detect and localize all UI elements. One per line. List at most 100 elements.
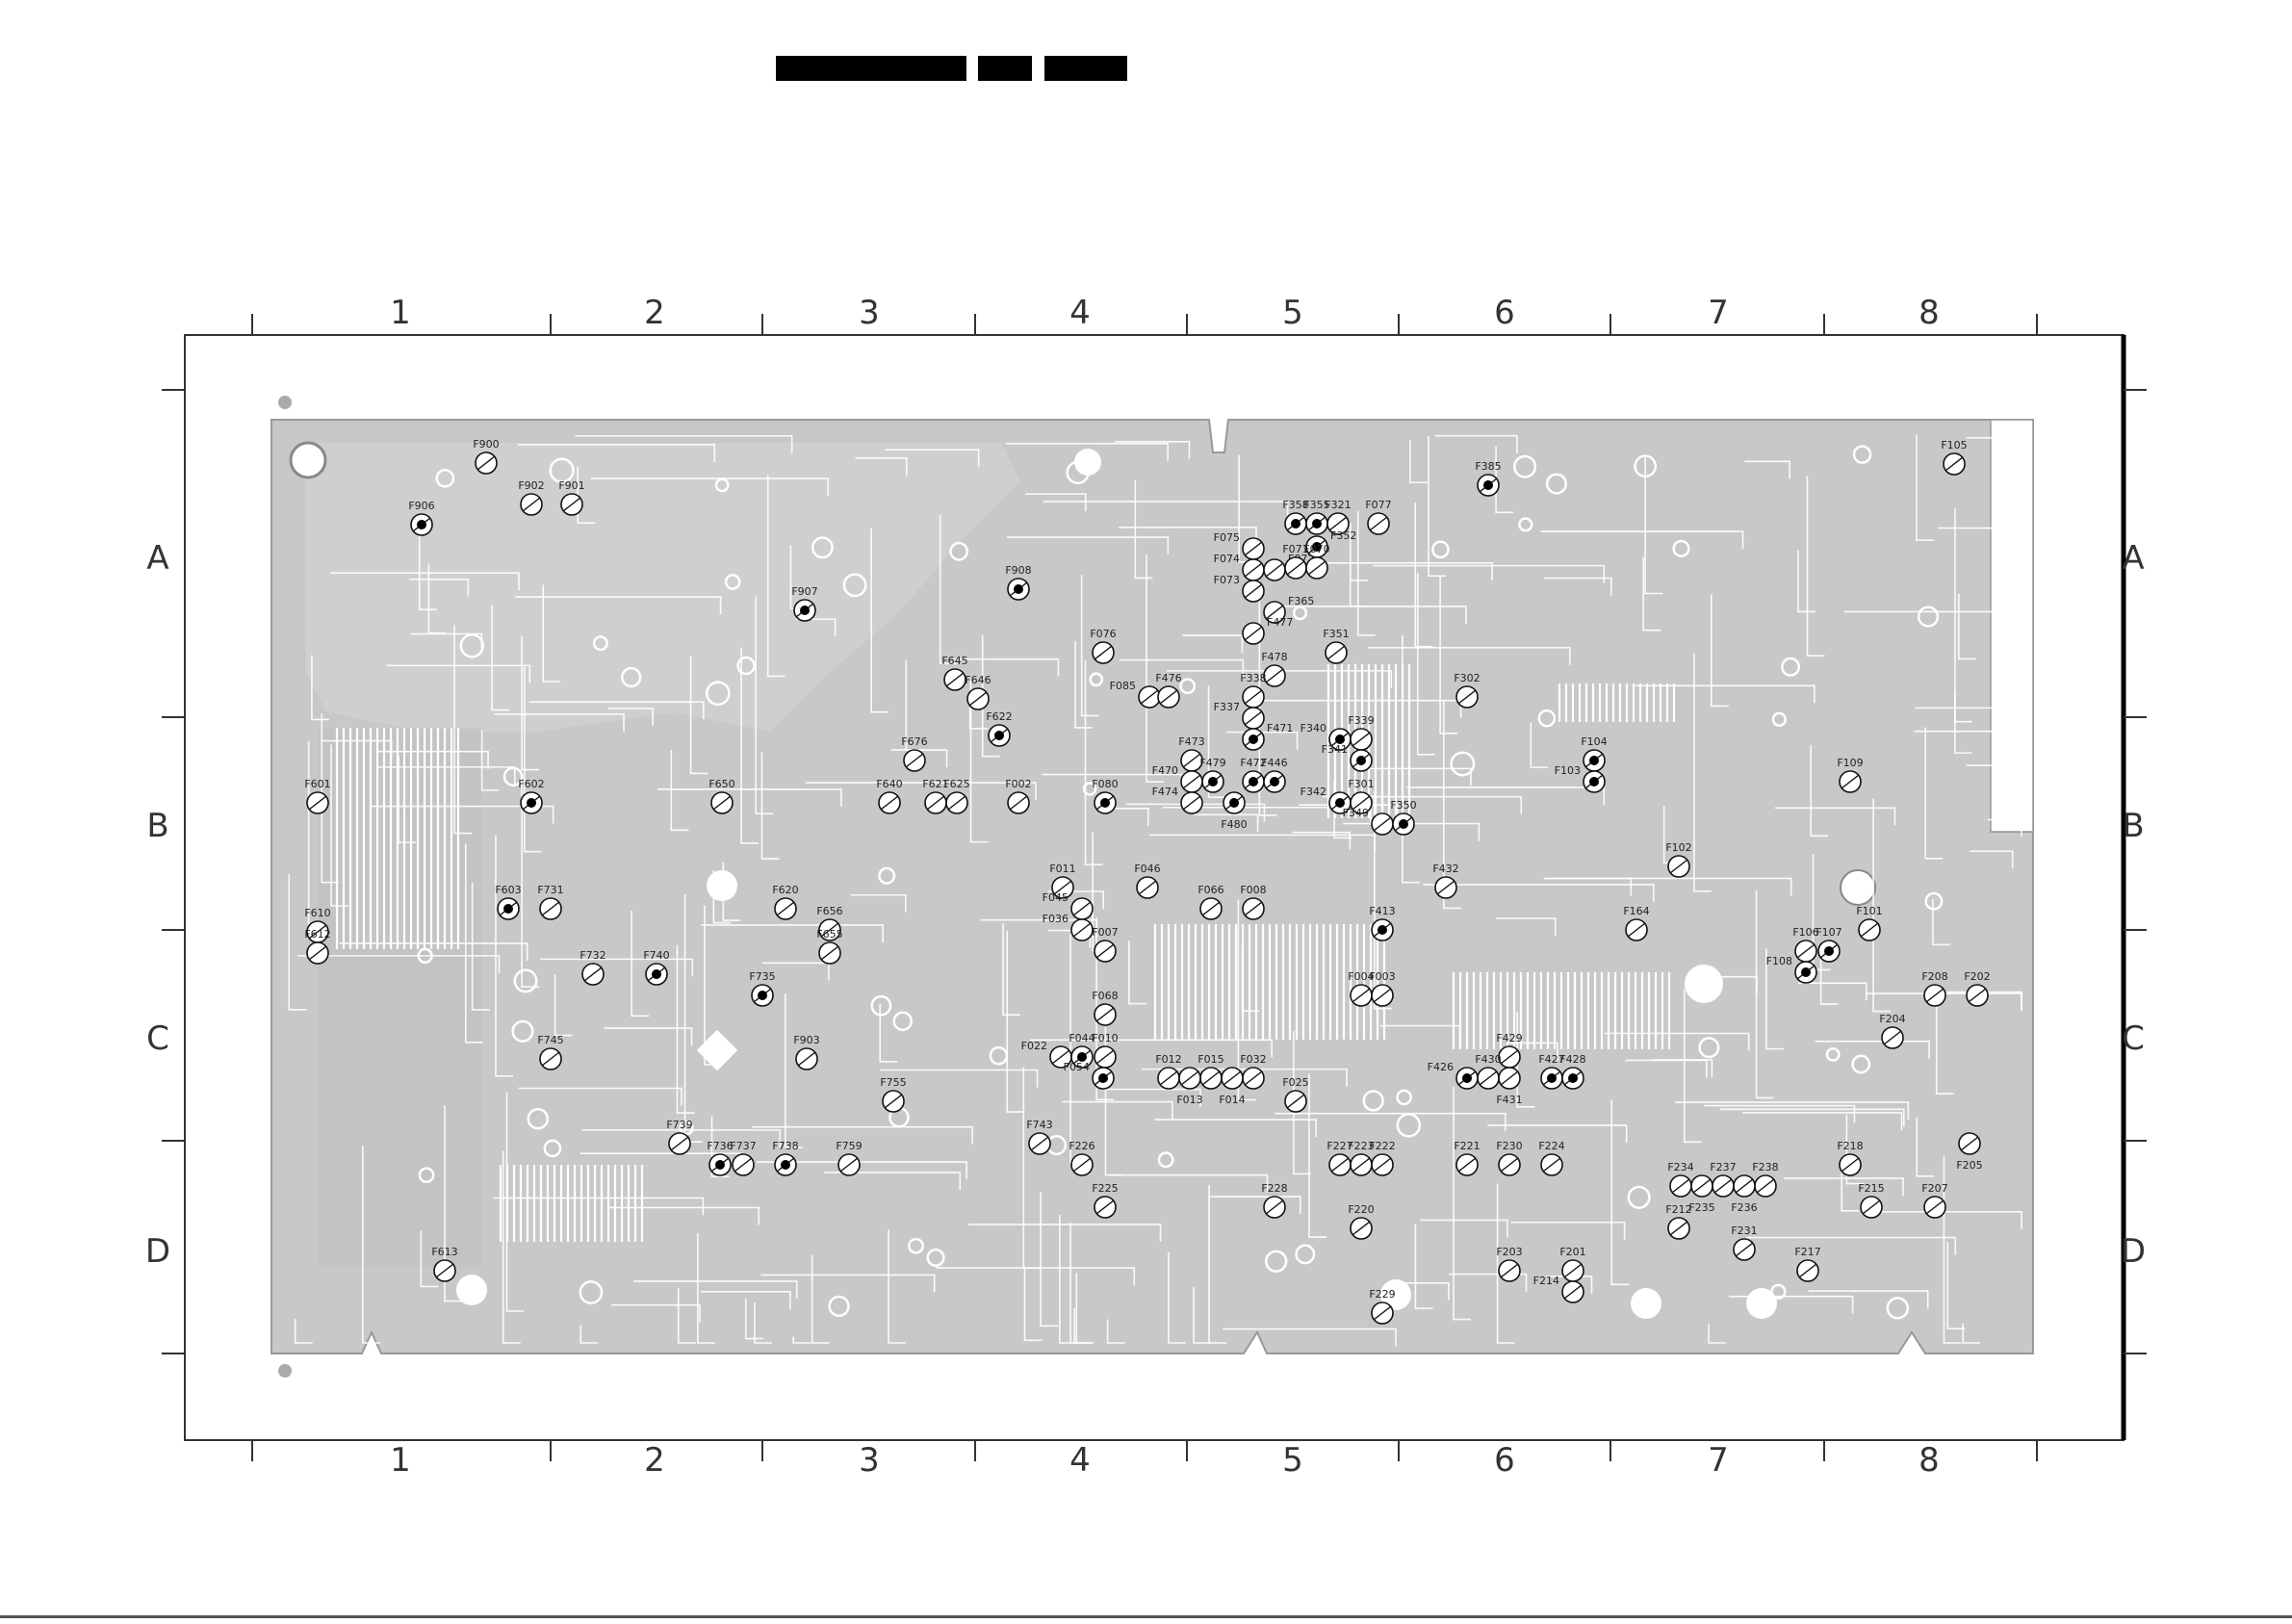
testpoint: F011 xyxy=(1049,863,1076,899)
redaction-bar xyxy=(776,56,966,81)
testpoint: F338 xyxy=(1240,672,1267,709)
testpoint: F736 xyxy=(707,1140,734,1176)
testpoint-pad-mark xyxy=(1072,922,1092,938)
page-bottom-rule xyxy=(0,1615,2292,1618)
testpoint: F224 xyxy=(1538,1140,1565,1176)
testpoint-pad-mark xyxy=(926,795,945,811)
testpoint-via-dot xyxy=(527,798,536,808)
testpoint: F645 xyxy=(941,655,968,691)
testpoint: F622 xyxy=(986,710,1013,747)
testpoint-pad-mark xyxy=(820,945,839,961)
testpoint-pad-mark xyxy=(670,1136,689,1151)
testpoint-pad-mark xyxy=(1457,689,1477,705)
testpoint-label: F743 xyxy=(1026,1119,1052,1131)
testpoint-label: F902 xyxy=(518,479,544,492)
testpoint-label: F337 xyxy=(1214,701,1240,713)
testpoint-pad-mark xyxy=(541,901,560,916)
testpoint: F225 xyxy=(1092,1182,1119,1219)
testpoint: F108 xyxy=(1766,955,1817,984)
testpoint: F903 xyxy=(793,1034,820,1070)
testpoint-via-dot xyxy=(1312,542,1322,552)
testpoint: F002 xyxy=(1005,778,1032,814)
testpoint-label: F656 xyxy=(816,905,842,917)
testpoint: F074 xyxy=(1214,553,1265,581)
testpoint-pad-mark xyxy=(1095,1199,1115,1215)
testpoint-label: F622 xyxy=(986,710,1012,723)
testpoint-label: F342 xyxy=(1301,786,1326,798)
testpoint: F229 xyxy=(1369,1288,1396,1325)
testpoint: F066 xyxy=(1198,884,1224,920)
testpoint-via-dot xyxy=(1462,1073,1472,1083)
testpoint: F025 xyxy=(1282,1076,1309,1113)
testpoint-label: F640 xyxy=(876,778,902,790)
testpoint-pad-mark xyxy=(1671,1178,1690,1194)
testpoint: F601 xyxy=(304,778,331,814)
testpoint-label: F655 xyxy=(816,928,842,941)
testpoint: F656 xyxy=(816,905,843,941)
testpoint: F007 xyxy=(1092,926,1119,963)
testpoint-pad-mark xyxy=(1201,901,1221,916)
testpoint-via-dot xyxy=(781,1160,790,1170)
testpoint: F105 xyxy=(1941,439,1968,476)
testpoint: F385 xyxy=(1475,460,1502,497)
testpoint-label: F070 xyxy=(1303,543,1329,555)
testpoint-pad-mark xyxy=(1841,774,1860,789)
testpoint-label: F212 xyxy=(1665,1203,1691,1216)
testpoint: F045 xyxy=(1043,891,1094,920)
testpoint-label: F102 xyxy=(1665,841,1691,854)
testpoint-label: F204 xyxy=(1879,1013,1905,1025)
testpoint: F901 xyxy=(558,479,585,516)
testpoint-pad-mark xyxy=(1030,1136,1049,1151)
testpoint-label: F430 xyxy=(1475,1053,1501,1066)
testpoint-pad-mark xyxy=(583,967,603,982)
testpoint-label: F427 xyxy=(1538,1053,1564,1066)
testpoint-label: F002 xyxy=(1005,778,1031,790)
testpoint-label: F737 xyxy=(730,1140,756,1152)
testpoint: F737 xyxy=(730,1140,757,1176)
testpoint-via-dot xyxy=(1100,798,1110,808)
testpoint-label: F201 xyxy=(1559,1246,1585,1258)
testpoint: F234 xyxy=(1667,1161,1694,1198)
grid-row-label: B xyxy=(146,807,168,845)
testpoint: F003 xyxy=(1369,970,1396,1007)
testpoint-pad-mark xyxy=(1138,880,1157,895)
testpoint-via-dot xyxy=(1208,777,1218,786)
testpoint: F073 xyxy=(1214,574,1265,603)
testpoint: F014 xyxy=(1219,1067,1246,1106)
testpoint: F473 xyxy=(1178,735,1205,772)
testpoint-label: F224 xyxy=(1538,1140,1564,1152)
testpoint-label: F906 xyxy=(408,500,434,512)
testpoint-pad-mark xyxy=(476,455,496,471)
testpoint-pad-mark xyxy=(1009,795,1028,811)
testpoint-label: F413 xyxy=(1369,905,1395,917)
testpoint-pad-mark xyxy=(308,924,327,940)
testpoint-pad-mark xyxy=(1883,1030,1902,1045)
testpoint-label: F010 xyxy=(1092,1032,1118,1044)
testpoint: F205 xyxy=(1956,1132,1983,1172)
testpoint-pad-mark xyxy=(1944,456,1964,472)
testpoint-label: F077 xyxy=(1365,499,1391,511)
testpoint-via-dot xyxy=(1335,798,1345,808)
testpoint: F222 xyxy=(1369,1140,1396,1176)
testpoint-pad-mark xyxy=(1180,1070,1199,1086)
testpoint: F228 xyxy=(1261,1182,1288,1219)
testpoint-via-dot xyxy=(1589,777,1599,786)
testpoint-pad-mark xyxy=(1265,1199,1284,1215)
testpoint: F355 xyxy=(1303,499,1330,535)
testpoint-pad-mark xyxy=(1094,645,1113,660)
testpoint-label: F045 xyxy=(1043,891,1069,904)
testpoint: F646 xyxy=(965,674,991,710)
testpoint-pad-mark xyxy=(1500,1157,1519,1173)
testpoint-label: F365 xyxy=(1288,595,1314,607)
testpoint-pad-mark xyxy=(1925,988,1944,1003)
testpoint: F054 xyxy=(1064,1061,1115,1090)
testpoint: F227 xyxy=(1326,1140,1353,1176)
testpoint-label: F217 xyxy=(1794,1246,1820,1258)
testpoint-via-dot xyxy=(1378,925,1387,935)
grid-column-label: 7 xyxy=(1708,294,1729,332)
testpoint-pad-mark xyxy=(1053,880,1072,895)
testpoint-label: F901 xyxy=(558,479,584,492)
testpoint: F431 xyxy=(1496,1067,1523,1106)
testpoint: F013 xyxy=(1176,1067,1203,1106)
